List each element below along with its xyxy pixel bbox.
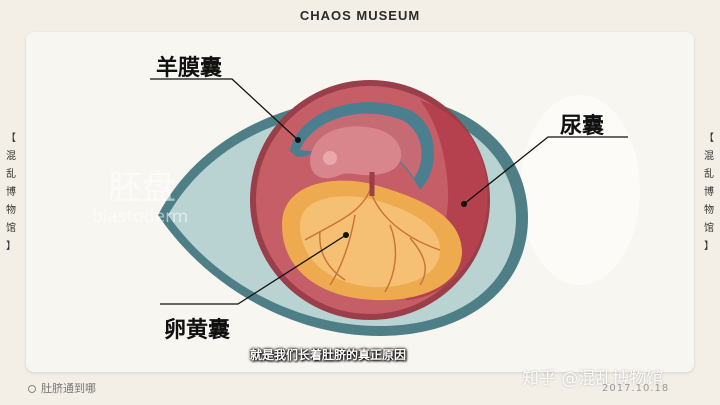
video-subtitle: 就是我们长着肚脐的真正原因 [250,346,406,363]
amnion-label: 羊膜囊 [156,50,222,82]
ghost-label-en: blastoderm [92,207,188,227]
yolk-dot [343,232,349,238]
allantois-label: 尿囊 [560,108,604,140]
circle-icon [28,385,36,393]
ghost-label-zh: 胚盘 [108,160,176,209]
allantois-dot [461,201,467,207]
date-stamp: 2017.10.18 [602,383,669,394]
amnion-dot [295,137,301,143]
yolk-sac-label: 卵黄囊 [164,312,230,344]
embryo-eye [323,151,337,165]
caption-text: 肚脐通到哪 [41,382,96,395]
footer-caption: 肚脐通到哪 [28,380,96,396]
